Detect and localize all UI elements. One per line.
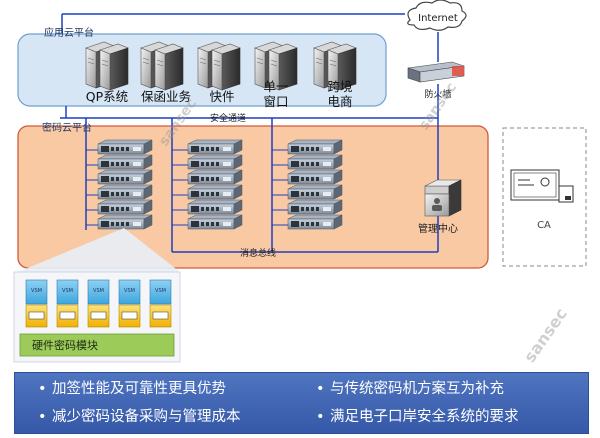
benefit-item: •与传统密码机方案互为补充	[316, 381, 504, 397]
svg-text:VSM: VSM	[62, 288, 73, 294]
benefits-banner	[14, 372, 589, 434]
management-server	[424, 179, 462, 217]
hsm-module-bar	[19, 333, 175, 357]
benefit-item: •满足电子口岸安全系统的要求	[316, 409, 519, 425]
server-express	[197, 41, 241, 91]
message-bus-label: 消息总线	[240, 247, 276, 259]
svg-text:VSM: VSM	[155, 288, 166, 294]
crypto-platform-label: 密码云平台	[42, 121, 92, 134]
vsm-cards: VSM VSM VSM VSM VSM	[25, 279, 172, 328]
vsm-card: VSM	[149, 279, 172, 328]
server-guarantee	[140, 41, 184, 91]
server-qp	[85, 41, 129, 91]
zoom-projection	[18, 228, 180, 272]
server-label-single-window-2: 窗口	[263, 94, 288, 109]
internet-label: Internet	[418, 13, 458, 24]
management-label: 管理中心	[418, 222, 458, 235]
vsm-card: VSM	[118, 279, 141, 328]
internet-cloud: Internet	[407, 0, 467, 31]
svg-text:VSM: VSM	[93, 288, 104, 294]
benefit-item: •加签性能及可靠性更具优势	[38, 381, 226, 397]
svg-text:VSM: VSM	[31, 288, 42, 294]
vsm-card: VSM	[87, 279, 110, 328]
app-platform-label: 应用云平台	[44, 26, 94, 39]
svg-text:VSM: VSM	[124, 288, 135, 294]
vsm-card: VSM	[56, 279, 79, 328]
ca-label: CA	[537, 220, 551, 231]
server-label-single-window-1: 单一	[263, 79, 288, 94]
certificate-icon	[510, 169, 574, 203]
server-label-qp: QP系统	[86, 89, 128, 104]
server-label-express: 快件	[209, 89, 234, 104]
server-label-cross-border-2: 电商	[327, 94, 352, 109]
hsm-module-label: 硬件密码模块	[32, 338, 98, 352]
benefit-item: •减少密码设备采购与管理成本	[38, 409, 241, 425]
vsm-card: VSM	[25, 279, 48, 328]
secure-channel-label: 安全通道	[210, 112, 246, 124]
server-label-cross-border-1: 跨境	[327, 79, 352, 94]
server-label-guarantee: 保函业务	[141, 89, 191, 104]
firewall-device	[407, 61, 465, 83]
